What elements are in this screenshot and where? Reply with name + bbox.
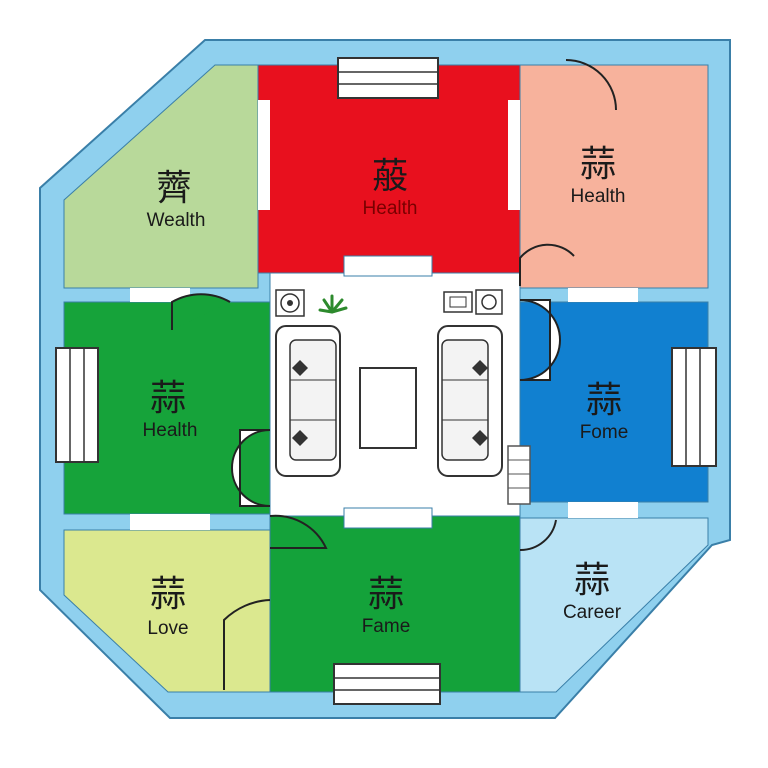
health-left-label: Health (143, 420, 198, 441)
room-label-wealth: 薺 Wealth (147, 168, 206, 231)
room-fame[interactable] (269, 515, 521, 693)
room-label-career: 蒜 Career (563, 560, 622, 623)
door-living-right[interactable] (519, 299, 561, 381)
opening-right (568, 288, 638, 302)
fome-label: Fome (580, 422, 629, 443)
opening-career (568, 502, 638, 518)
door-career[interactable] (519, 519, 557, 552)
room-career[interactable] (519, 517, 709, 693)
sofa-left (275, 325, 341, 477)
room-label-health-top-right: 蒜 Health (571, 144, 626, 207)
wealth-label: Wealth (147, 210, 206, 231)
door-health-top-right[interactable] (565, 59, 617, 111)
wealth-glyph: 薺 (156, 168, 192, 209)
health-left-glyph: 蒜 (150, 378, 186, 419)
appliance-icon (443, 289, 503, 315)
fome-glyph: 蒜 (586, 380, 622, 421)
window-bottom (333, 663, 441, 705)
room-label-health-left: 蒜 Health (143, 378, 198, 441)
fan-icon (275, 289, 305, 317)
health-top-right-glyph: 蒜 (580, 144, 616, 185)
coffee-table (359, 367, 417, 449)
health-top-glyph: 蒰 (372, 156, 408, 197)
door-living-left[interactable] (231, 429, 271, 507)
window-left (55, 347, 99, 463)
health-top-label: Health (363, 198, 418, 219)
career-label: Career (563, 602, 622, 623)
opening-red-left (258, 100, 270, 210)
room-health-top[interactable] (257, 64, 521, 274)
sofa-right (437, 325, 503, 477)
room-label-love: 蒜 Love (147, 574, 188, 639)
health-top-right-label: Health (571, 186, 626, 207)
opening-red-right (508, 100, 520, 210)
door-love[interactable] (223, 599, 271, 690)
plant-icon (318, 294, 348, 314)
door-health-top-right-bottom[interactable] (519, 243, 575, 286)
door-fame[interactable] (269, 514, 328, 549)
love-glyph: 蒜 (150, 574, 186, 615)
opening-wealth-health (130, 288, 190, 302)
fame-label: Fame (362, 616, 411, 637)
window-right (671, 347, 717, 467)
room-label-fame: 蒜 Fame (362, 574, 411, 637)
window-top (337, 57, 439, 99)
stairs (507, 445, 531, 505)
career-glyph: 蒜 (574, 560, 610, 601)
love-label: Love (147, 618, 188, 639)
door-health-left[interactable] (171, 293, 231, 330)
room-love[interactable] (63, 529, 271, 693)
room-label-fome: 蒜 Fome (580, 380, 629, 443)
opening-health-love (130, 514, 210, 530)
room-label-health-top: 蒰 Health (363, 156, 418, 219)
opening-bottom (343, 507, 433, 529)
opening-top (343, 255, 433, 277)
fame-glyph: 蒜 (368, 574, 404, 615)
